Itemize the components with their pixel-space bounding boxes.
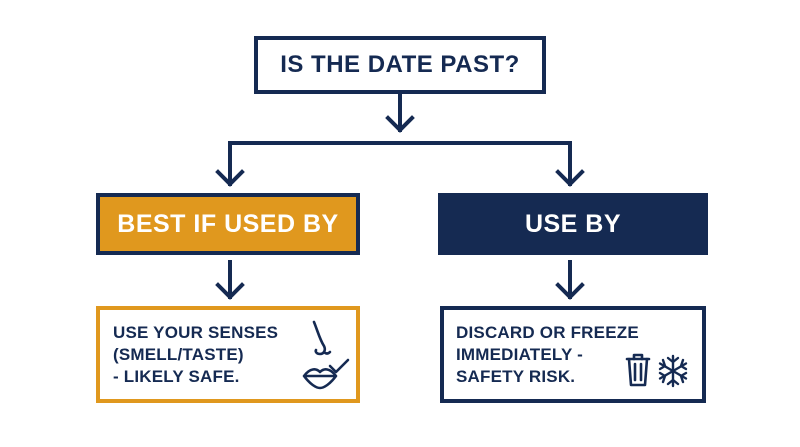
arrow-head-left-down	[215, 282, 245, 300]
question-box: IS THE DATE PAST?	[254, 36, 546, 94]
trash-can-icon	[625, 353, 651, 387]
discard-outcome-box: DISCARD OR FREEZE IMMEDIATELY - SAFETY R…	[440, 306, 706, 403]
snowflake-icon	[658, 354, 688, 388]
nose-icon	[312, 320, 332, 356]
use-by-label: USE BY	[524, 209, 622, 238]
discard-outcome-text: DISCARD OR FREEZE IMMEDIATELY - SAFETY R…	[456, 322, 639, 386]
best-if-used-by-box: BEST IF USED BY	[96, 193, 360, 255]
arrow-head-question	[385, 115, 415, 133]
arrow-head-left-branch	[215, 169, 245, 187]
lips-icon	[302, 368, 338, 390]
question-text: IS THE DATE PAST?	[280, 51, 520, 78]
best-if-used-by-label: BEST IF USED BY	[117, 209, 339, 238]
use-senses-outcome-text: USE YOUR SENSES (SMELL/TASTE) - LIKELY S…	[113, 322, 279, 386]
use-by-box: USE BY	[438, 193, 708, 255]
checkmark-icon	[328, 358, 350, 374]
arrow-head-right-down	[555, 282, 585, 300]
arrow-head-right-branch	[555, 169, 585, 187]
use-senses-outcome-box: USE YOUR SENSES (SMELL/TASTE) - LIKELY S…	[96, 306, 360, 403]
nose-lips-check-icon	[302, 320, 350, 390]
connector-branch-bar	[228, 141, 572, 186]
